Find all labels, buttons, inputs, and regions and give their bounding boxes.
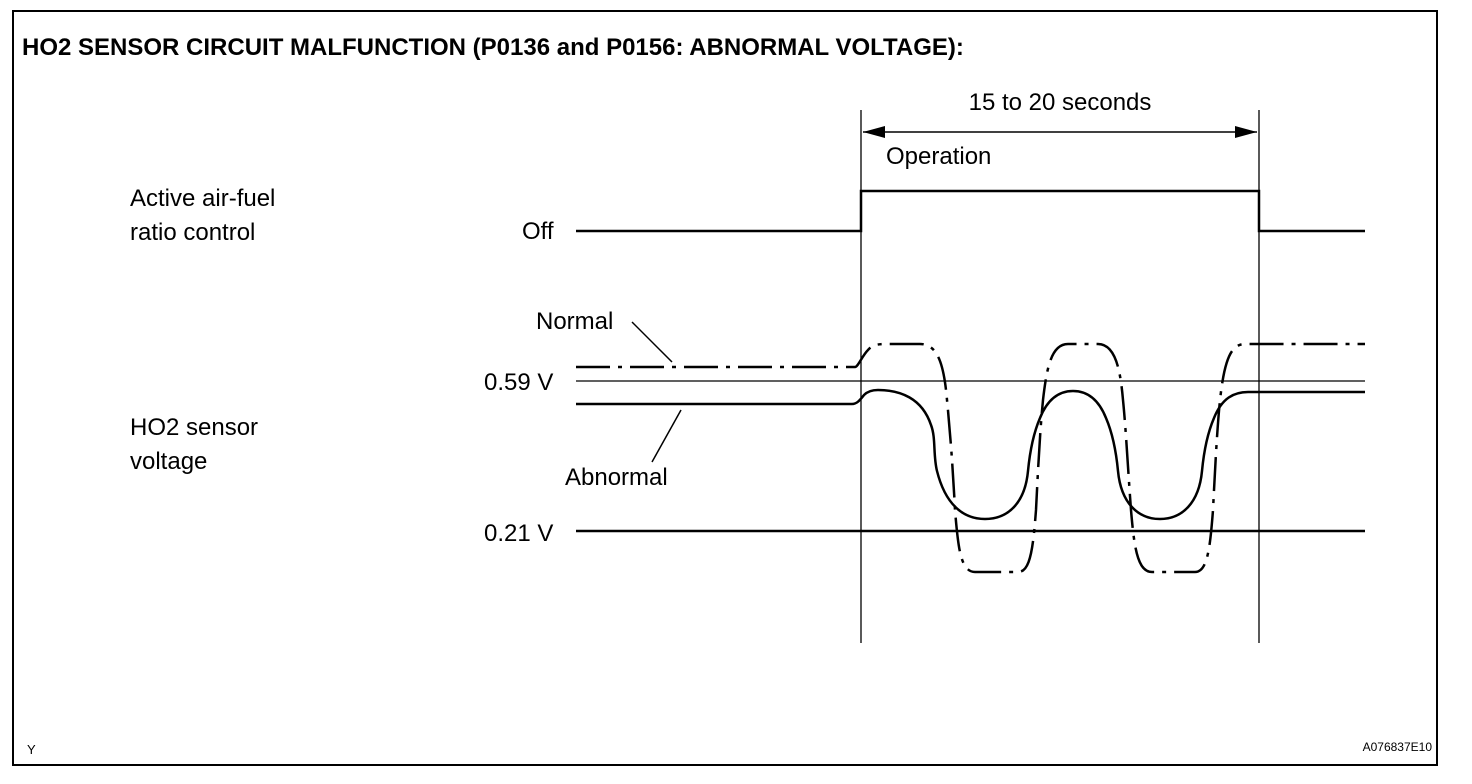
abnormal-leader-line [651,409,682,463]
normal-leader-line [631,321,673,363]
active-control-label-line2: ratio control [130,219,255,246]
sensor-label-line2: voltage [130,448,207,475]
operation-label: Operation [886,143,991,170]
threshold-low-label: 0.21 V [484,520,553,547]
duration-label: 15 to 20 seconds [969,89,1152,116]
threshold-high-label: 0.59 V [484,369,553,396]
abnormal-waveform [576,388,1365,521]
normal-label: Normal [536,308,613,335]
off-state-label: Off [522,218,554,245]
normal-waveform [576,342,1365,574]
active-control-signal [576,189,1365,233]
abnormal-label: Abnormal [565,464,668,491]
sensor-label-line1: HO2 sensor [130,414,258,441]
diagram-title: HO2 SENSOR CIRCUIT MALFUNCTION (P0136 an… [22,34,964,61]
figure-code: A076837E10 [1363,740,1433,754]
active-control-label-line1: Active air-fuel [130,185,275,212]
corner-mark: Y [27,742,36,757]
